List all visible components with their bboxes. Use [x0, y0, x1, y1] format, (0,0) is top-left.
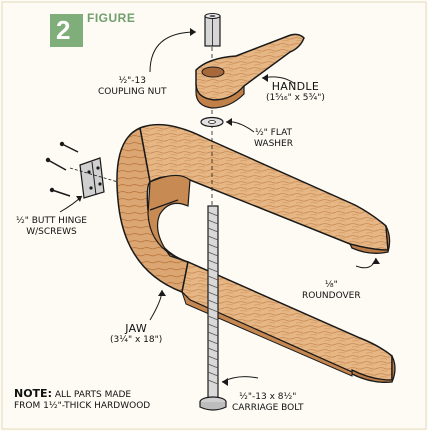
- label-coupling-nut-name: COUPLING NUT: [98, 87, 167, 97]
- note-heading: NOTE:: [14, 387, 52, 400]
- label-roundover-name: ROUNDOVER: [302, 291, 361, 301]
- note-text-line2: FROM 1½"-THICK HARDWOOD: [14, 401, 151, 411]
- coupling-nut: [204, 13, 221, 47]
- label-hinge: ½" BUTT HINGE W/SCREWS: [16, 216, 87, 238]
- jaw-part: [116, 123, 396, 383]
- jaw-split-line: [149, 199, 179, 211]
- jaw-upper-end: [348, 225, 391, 254]
- butt-hinge: [79, 157, 105, 199]
- label-roundover: ⅛" ROUNDOVER: [302, 280, 361, 302]
- jaw-lower-end: [351, 355, 396, 383]
- figure-number: 2: [56, 15, 71, 45]
- hinge-leader-dashed: [69, 167, 119, 183]
- leader-arrowheads: [76, 28, 380, 386]
- jaw-lower-side: [181, 291, 353, 377]
- label-washer-size: ½" FLAT: [254, 128, 293, 138]
- label-handle-name: HANDLE: [271, 80, 320, 93]
- note-text-line1: ALL PARTS MADE: [54, 390, 132, 400]
- flat-washer: [200, 116, 224, 128]
- label-washer: ½" FLAT WASHER: [254, 128, 293, 150]
- label-bolt-name: CARRIAGE BOLT: [232, 403, 304, 413]
- jaw-throat: [147, 174, 191, 263]
- leader-coupling-nut: [149, 31, 197, 73]
- hinge-screws: [45, 141, 79, 197]
- figure-number-badge: [50, 14, 83, 47]
- label-coupling-nut-size: ½"-13: [118, 76, 146, 86]
- jaw-curve: [116, 126, 189, 294]
- label-hinge-name: ½" BUTT HINGE: [16, 216, 87, 226]
- label-jaw-size: (3¼" x 18"): [110, 335, 163, 345]
- carriage-bolt: [199, 205, 227, 411]
- figure-label: FIGURE: [87, 11, 136, 25]
- label-bolt: ½"-13 x 8½" CARRIAGE BOLT: [232, 392, 304, 414]
- label-jaw: JAW (3¼" x 18"): [110, 322, 162, 346]
- label-coupling-nut: ½"-13 COUPLING NUT: [98, 76, 166, 98]
- label-handle-size: (1⁵⁄₁₆" x 5¾"): [266, 93, 325, 103]
- label-washer-name: WASHER: [254, 139, 293, 149]
- materials-note: NOTE: ALL PARTS MADE FROM 1½"-THICK HARD…: [14, 388, 150, 412]
- handle-part: [195, 33, 305, 109]
- label-handle: HANDLE (1⁵⁄₁₆" x 5¾"): [266, 80, 325, 104]
- label-jaw-name: JAW: [125, 322, 148, 335]
- label-roundover-size: ⅛": [324, 280, 338, 290]
- label-bolt-size: ½"-13 x 8½": [239, 392, 297, 402]
- label-hinge-screws: W/SCREWS: [26, 227, 77, 237]
- materials-note-line1: NOTE: ALL PARTS MADE: [14, 388, 150, 401]
